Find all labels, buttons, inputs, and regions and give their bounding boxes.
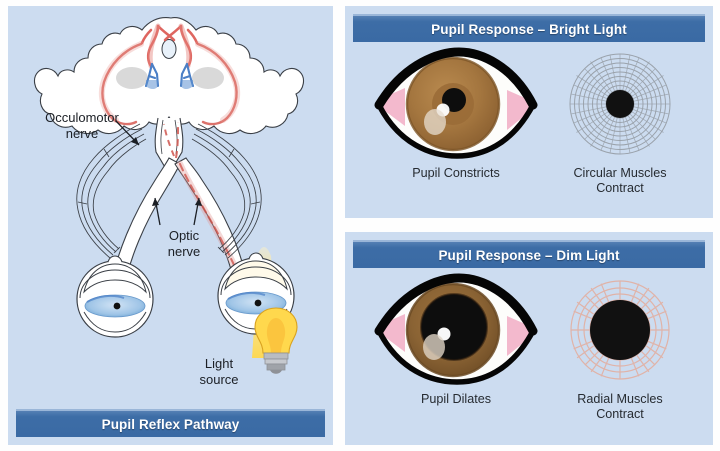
title-bar-bright-light: Pupil Response – Bright Light <box>353 14 705 42</box>
caption-circular-line2: Contract <box>596 181 644 195</box>
pupil-reflex-pathway-illustration <box>33 17 305 374</box>
caption-dilates-line1: Pupil Dilates <box>421 392 491 406</box>
label-occulomotor-nerve: Occulomotor nerve <box>22 110 142 141</box>
optic-line2: nerve <box>167 243 201 259</box>
caption-constricts-line1: Pupil Constricts <box>412 166 500 180</box>
left-eyeball <box>76 255 154 338</box>
occulomotor-line1: Occulomotor <box>45 110 119 125</box>
label-optic-nerve: Optic nerve <box>148 228 220 259</box>
caption-circular-line1: Circular Muscles <box>573 166 667 180</box>
light-source-line1: Light <box>204 356 234 371</box>
caption-radial-line2: Contract <box>596 407 644 421</box>
occulomotor-line2: nerve <box>65 125 99 141</box>
eye-dilated-illustration <box>374 273 538 385</box>
caption-radial-line1: Radial Muscles <box>577 392 663 406</box>
light-source-line2: source <box>199 371 239 387</box>
label-light-source: Light source <box>184 356 254 387</box>
light-bulb-icon <box>254 307 298 374</box>
caption-circular-muscles: Circular Muscles Contract <box>557 166 683 196</box>
title-text-left: Pupil Reflex Pathway <box>101 416 240 432</box>
title-bar-dim-light: Pupil Response – Dim Light <box>353 240 705 268</box>
optic-line1: Optic <box>168 228 200 243</box>
caption-pupil-dilates: Pupil Dilates <box>371 392 541 407</box>
title-text-dim: Pupil Response – Dim Light <box>438 247 620 263</box>
eye-constricted-illustration <box>374 47 538 159</box>
title-text-bright: Pupil Response – Bright Light <box>431 21 627 37</box>
caption-radial-muscles: Radial Muscles Contract <box>557 392 683 422</box>
title-bar-pupil-reflex-pathway: Pupil Reflex Pathway <box>16 409 325 437</box>
radial-muscles-illustration <box>570 280 670 380</box>
panel-dim-light: Pupil Response – Dim Light <box>345 232 713 445</box>
panel-bright-light: Pupil Response – Bright Light <box>345 6 713 218</box>
circular-muscles-illustration <box>569 53 671 155</box>
panel-pupil-reflex-pathway: Occulomotor nerve Optic nerve Light sour… <box>8 6 333 445</box>
caption-pupil-constricts: Pupil Constricts <box>371 166 541 181</box>
